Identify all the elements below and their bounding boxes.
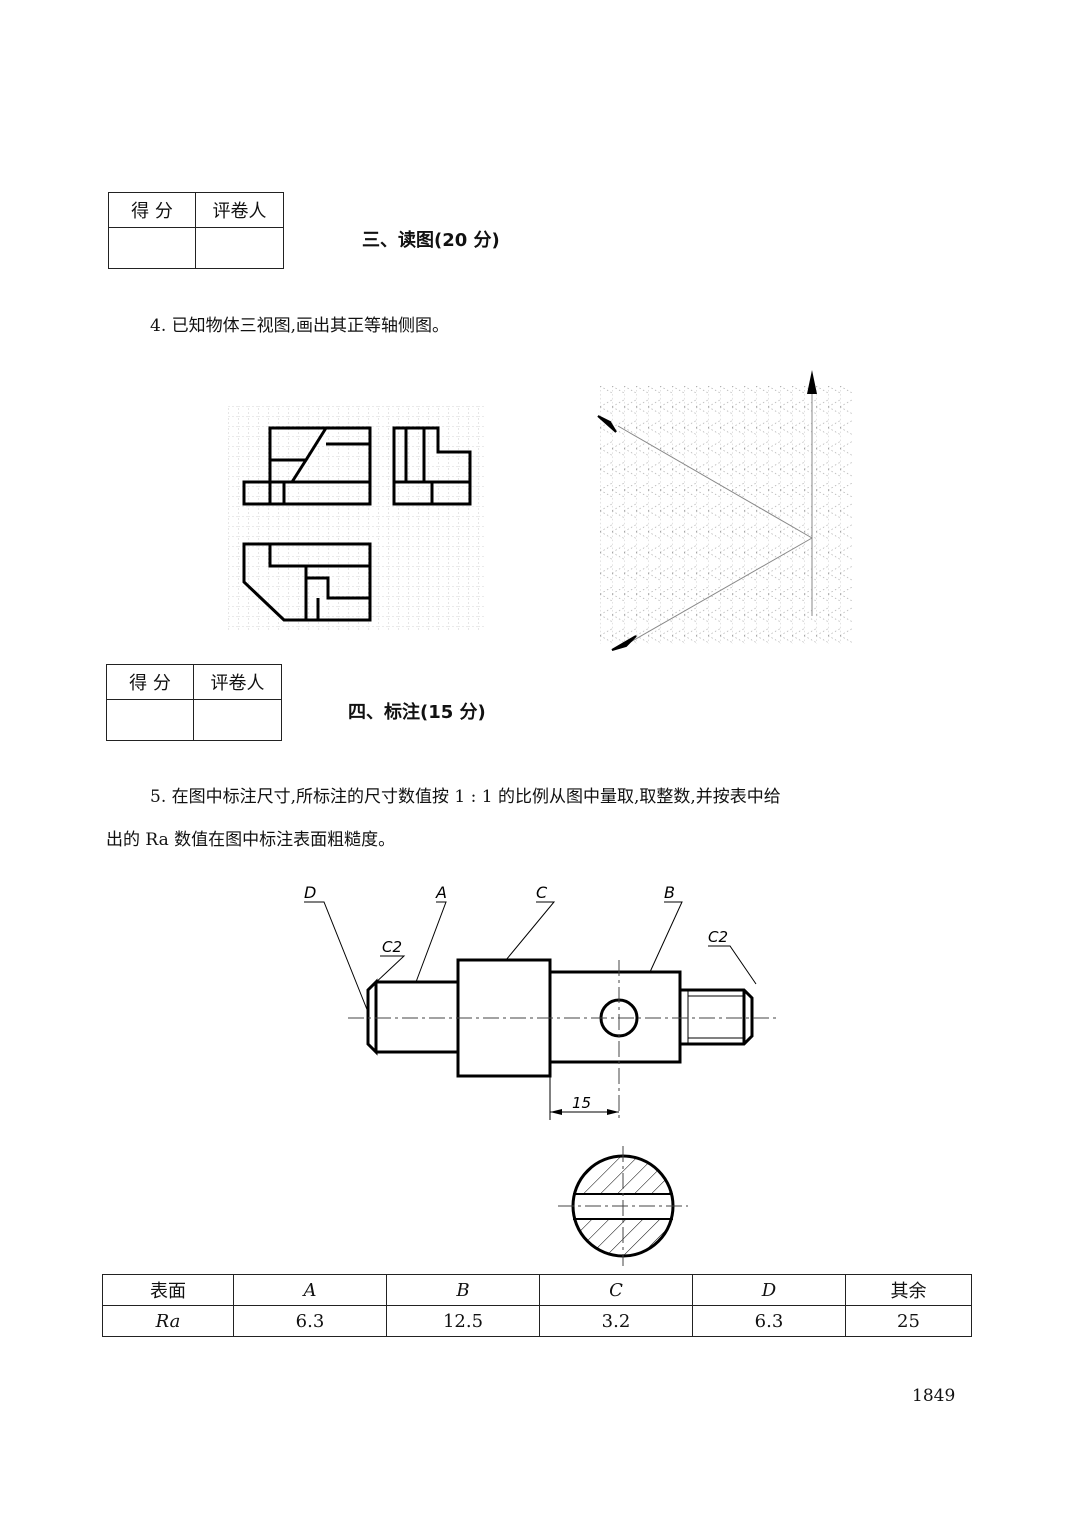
label-b: B [664,883,675,902]
question4-text: 4. 已知物体三视图,画出其正等轴侧图。 [150,316,450,336]
isometric-grid [597,370,852,651]
roughness-table: 表面 A B C D 其余 Ra 6.3 12.5 3.2 6.3 25 [102,1274,972,1337]
question5-line2: 出的 Ra 数值在图中标注表面粗糙度。 [106,830,396,850]
score-cell[interactable] [106,699,194,741]
x-axis-arrow [597,415,617,433]
isometric-dots [600,386,852,644]
section3-title: 三、读图(20 分) [362,230,500,251]
y-axis-arrow [611,635,637,651]
grader-label: 评卷人 [195,192,284,228]
three-view-drawing [228,406,486,630]
section-view [558,1146,688,1266]
score-label: 得 分 [108,192,196,228]
surface-a: A [233,1274,387,1306]
top-view [242,542,372,622]
ra-value-b: 12.5 [386,1305,540,1337]
label-a: A [435,883,447,902]
grader-cell[interactable] [195,227,284,269]
question5-line1: 5. 在图中标注尺寸,所标注的尺寸数值按 1 : 1 的比例从图中量取,取整数,… [150,787,781,807]
leaders [304,901,757,1013]
shaft-drawing: D A C B C2 C2 15 [304,883,778,1266]
section4-title: 四、标注(15 分) [348,702,486,723]
ra-value-c: 3.2 [539,1305,693,1337]
label-d: D [304,883,316,902]
score-box-section3: 得 分 评卷人 [108,192,284,269]
side-view [392,426,472,506]
chamfer-label-left: C2 [382,938,402,956]
page-number: 1849 [912,1386,956,1406]
dimension-text: 15 [572,1094,591,1112]
thread-lines [687,990,744,1044]
header-ra: Ra [102,1305,234,1337]
grader-cell[interactable] [193,699,282,741]
surface-d: D [692,1274,846,1306]
ra-value-a: 6.3 [233,1305,387,1337]
y-axis-line [619,537,813,649]
dimension-15: 15 [549,1066,619,1120]
score-cell[interactable] [108,227,196,269]
ra-value-d: 6.3 [692,1305,846,1337]
x-axis-line [617,425,813,539]
front-view [242,426,372,506]
score-box-section4: 得 分 评卷人 [106,664,282,741]
score-label: 得 分 [106,664,194,700]
z-axis-arrow [807,370,817,394]
surface-c: C [539,1274,693,1306]
grader-label: 评卷人 [193,664,282,700]
label-c: C [536,883,548,902]
ra-value-other: 25 [845,1305,972,1337]
surface-b: B [386,1274,540,1306]
surface-other: 其余 [845,1274,972,1306]
grid-background [228,406,486,630]
chamfer-label-right: C2 [708,928,728,946]
header-surface: 表面 [102,1274,234,1306]
